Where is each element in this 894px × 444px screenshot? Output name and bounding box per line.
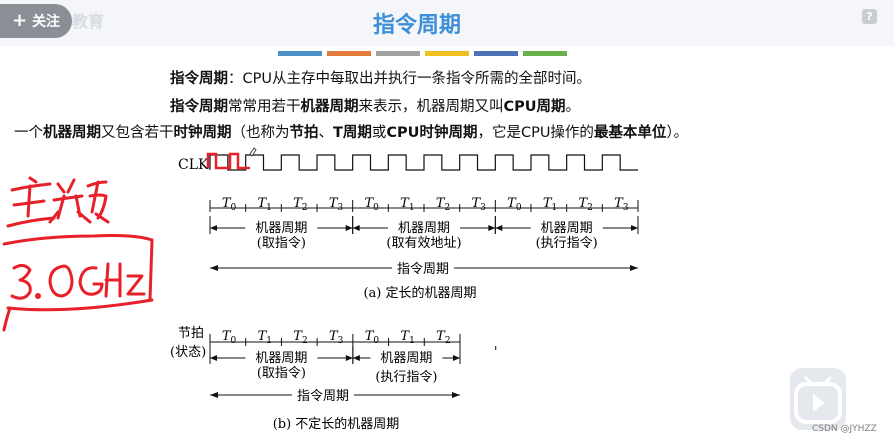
t-label: T3 (329, 329, 344, 346)
t-label: T0 (365, 196, 380, 213)
stripe-3 (376, 51, 420, 56)
t-label: T2 (436, 196, 450, 213)
machine-cycle-sub: (取指令) (257, 236, 306, 251)
instr-cycle-label-b: 指令周期 (297, 389, 349, 404)
stripe-1 (278, 51, 322, 56)
t-label: T2 (293, 329, 307, 346)
definition-line-1: 指令周期：CPU从主存中每取出并执行一条指令所需的全部时间。 (170, 67, 591, 88)
play-badge-icon[interactable] (790, 368, 846, 430)
machine-cycle-name: 机器周期 (255, 221, 307, 236)
machine-cycle-name: 机器周期 (541, 221, 593, 236)
t-label: T0 (222, 196, 237, 213)
csdn-watermark: CSDN @JYHZZ (812, 424, 877, 434)
stripe-5 (474, 51, 518, 56)
term: 机器周期 (300, 99, 359, 115)
machine-cycles-a: 机器周期(取指令)机器周期(取有效地址)机器周期(执行指令) (209, 216, 639, 251)
play-icon (794, 376, 842, 424)
follow-button[interactable]: + 关注 (0, 4, 72, 38)
handwritten-3ghz-annotation (2, 234, 154, 332)
state-label: (状态) (170, 345, 206, 360)
machine-cycle-sub: (执行指令) (375, 370, 437, 385)
definition-line-2: 指令周期常常用若干机器周期来表示，机器周期又叫CPU周期。 (170, 99, 581, 115)
stripe-4 (425, 51, 469, 56)
term: 指令周期 (170, 99, 228, 115)
t-label: T0 (222, 329, 237, 346)
definition-line-3: 一个机器周期又包含若干时钟周期（也称为节拍、T周期或CPU时钟周期，它是CPU操… (14, 125, 689, 141)
t-label: T1 (258, 196, 272, 213)
stripe-2 (327, 51, 371, 56)
help-icon[interactable]: ? (862, 9, 877, 24)
machine-cycle-sub: (执行指令) (536, 236, 598, 251)
t-labels-b: T0 T1 T2 T3 T0 T1 T2 (222, 329, 451, 346)
t-label: T0 (365, 329, 380, 346)
machine-cycle-name: 机器周期 (380, 351, 432, 366)
slide-title: 指令周期 (372, 13, 461, 38)
t-label: T3 (614, 196, 629, 213)
machine-cycle-sub: (取有效地址) (386, 236, 461, 251)
t-label: T1 (543, 196, 557, 213)
beat-label: 节拍 (178, 326, 204, 341)
t-label: T1 (400, 196, 414, 213)
clock-waveform (209, 154, 638, 171)
machine-cycle-name: 机器周期 (398, 221, 450, 236)
caption-b: (b) 不定长的机器周期 (273, 416, 400, 432)
machine-cycle-sub: (取指令) (257, 366, 306, 381)
caption-a: (a) 定长的机器周期 (363, 285, 476, 301)
t-label: T0 (507, 196, 522, 213)
stripe-6 (523, 51, 567, 56)
t-labels-a: T0 T1 T2 T3 T0 T1 T2 T3 T0 T1 T2 T3 (222, 196, 629, 213)
plus-icon: + (11, 10, 28, 31)
t-label: T2 (436, 329, 450, 346)
machine-cycles-b: 机器周期(取指令)机器周期(执行指令)机器周期(执行指令) (209, 346, 501, 385)
follow-label: 关注 (32, 14, 61, 30)
t-label: T1 (258, 329, 272, 346)
video-top-band (0, 0, 894, 46)
t-label: T2 (579, 196, 593, 213)
channel-logo-text: 教育 (72, 12, 105, 31)
t-tick-marks-b (209, 334, 461, 346)
t-label: T3 (472, 196, 487, 213)
clk-label: CLK (178, 157, 209, 173)
t-label: T1 (400, 329, 414, 346)
t-tick-marks-a (209, 200, 639, 212)
t-label: T2 (293, 196, 307, 213)
t-label: T3 (329, 196, 344, 213)
instr-cycle-label-a: 指令周期 (397, 262, 449, 277)
term: CPU周期 (503, 99, 566, 115)
machine-cycle-name: 机器周期 (255, 351, 307, 366)
title-color-stripes (278, 51, 567, 56)
handwritten-zhupin-annotation (6, 176, 110, 228)
line1-text: ：CPU从主存中每取出并执行一条指令所需的全部时间。 (228, 71, 591, 87)
term-instruction-cycle: 指令周期 (170, 71, 228, 87)
